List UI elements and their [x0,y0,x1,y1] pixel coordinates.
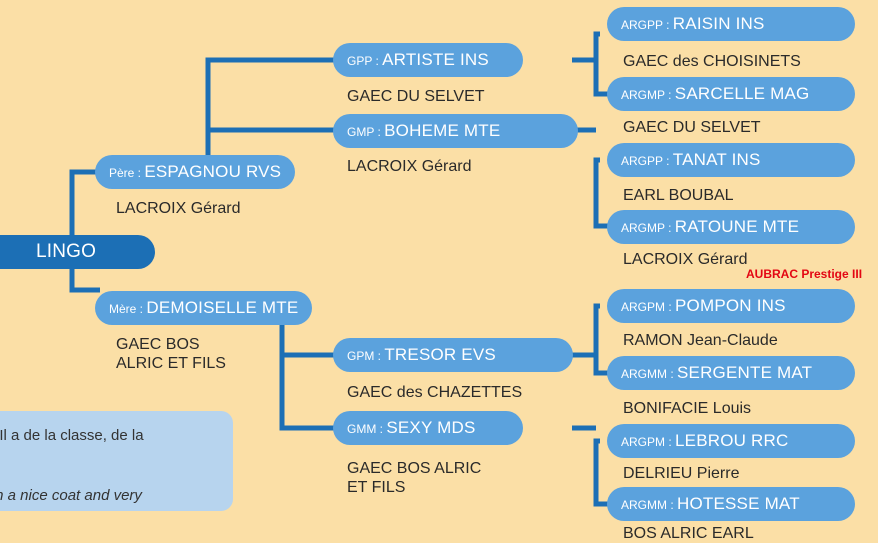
gmm-name: SEXY MDS [386,418,476,437]
great-grandparent-pill: ARGMP : RATOUNE MTE [607,210,855,244]
root-animal-pill: LINGO [0,235,155,269]
great-grandparent-prefix: ARGMM : [621,498,677,512]
great-grandparent-pill: ARGPP : RAISIN INS [607,7,855,41]
gpm-name: TRESOR EVS [384,345,496,364]
gmp-pill: GMP : BOHEME MTE [333,114,578,148]
root-animal-name: LINGO [36,241,97,262]
great-grandparent-owner: LACROIX Gérard [623,251,748,268]
gpm-prefix: GPM : [347,349,385,363]
aubrac-prestige-stamp: AUBRAC Prestige III [746,267,863,281]
great-grandparent-prefix: ARGPP : [621,154,673,168]
mother-name: DEMOISELLE MTE [146,298,299,317]
gpm-owner: GAEC des CHAZETTES [347,384,523,401]
great-grandparent-name: SARCELLE MAG [674,84,810,103]
gmp-name: BOHEME MTE [384,121,501,140]
great-grandparent-prefix: ARGPM : [621,435,676,449]
great-grandparent-prefix: ARGPP : [621,18,673,32]
mother-owner: GAEC BOS ALRIC ET FILS [116,336,226,372]
great-grandparent-prefix: ARGMP : [621,221,675,235]
gmm-pill: GMM : SEXY MDS [333,411,523,445]
father-prefix: Père : [109,166,145,180]
great-grandparent-pill: ARGPM : LEBROU RRC [607,424,855,458]
great-grandparent-owner: RAMON Jean-Claude [623,332,778,349]
father-name: ESPAGNOU RVS [144,162,282,181]
great-grandparent-name: SERGENTE MAT [677,363,813,382]
great-grandparent-pill: ARGMM : HOTESSE MAT [607,487,855,521]
great-grandparent-pill: ARGMP : SARCELLE MAG [607,77,855,111]
great-grandparent-owner: BONIFACIE Louis [623,400,752,417]
great-grandparent-owner: EARL BOUBAL [623,187,734,204]
gpp-name: ARTISTE INS [382,50,489,69]
comment-line-french: . Il a de la classe, de la [0,427,144,444]
great-grandparent-owner: DELRIEU Pierre [623,465,740,482]
great-grandparent-name: HOTESSE MAT [677,494,800,513]
comment-box: . Il a de la classe, de la th a nice coa… [0,411,233,511]
great-grandparent-name: POMPON INS [675,296,786,315]
gmm-prefix: GMM : [347,422,387,436]
great-grandparent-pill: ARGMM : SERGENTE MAT [607,356,855,390]
gmm-owner: GAEC BOS ALRIC ET FILS [347,460,482,496]
comment-line-english: th a nice coat and very [0,487,142,504]
gmp-owner: LACROIX Gérard [347,158,472,175]
father-owner: LACROIX Gérard [116,200,241,217]
mother-pill: Mère : DEMOISELLE MTE [95,291,313,325]
great-grandparent-prefix: ARGPM : [621,300,676,314]
great-grandparent-name: LEBROU RRC [675,431,789,450]
great-grandparent-prefix: ARGMP : [621,88,675,102]
great-grandparent-pill: ARGPM : POMPON INS [607,289,855,323]
gpp-pill: GPP : ARTISTE INS [333,43,523,77]
gpp-owner: GAEC DU SELVET [347,88,485,105]
gpm-pill: GPM : TRESOR EVS [333,338,573,372]
great-grandparent-owner: BOS ALRIC EARL [623,525,754,542]
great-grandparent-name: RATOUNE MTE [674,217,800,236]
gpp-prefix: GPP : [347,54,383,68]
mother-prefix: Mère : [109,302,147,316]
great-grandparent-prefix: ARGMM : [621,367,677,381]
great-grandparent-owner: GAEC des CHOISINETS [623,53,801,70]
great-grandparent-owner: GAEC DU SELVET [623,119,761,136]
father-pill: Père : ESPAGNOU RVS [95,155,296,189]
great-grandparent-pill: ARGPP : TANAT INS [607,143,855,177]
gmp-prefix: GMP : [347,125,385,139]
great-grandparent-name: TANAT INS [672,150,761,169]
great-grandparent-name: RAISIN INS [672,14,765,33]
